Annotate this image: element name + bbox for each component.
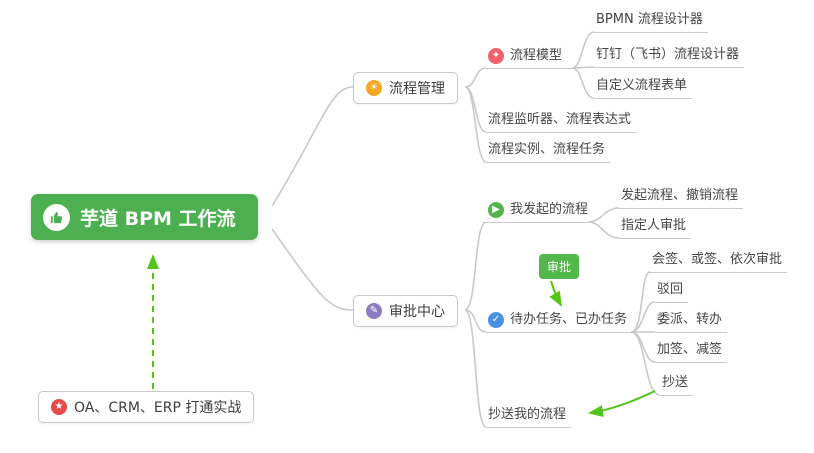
topic-custom-form[interactable]: 自定义流程表单: [594, 77, 693, 99]
topic-dingtalk-designer-label: 钉钉（飞书）流程设计器: [596, 47, 740, 62]
topic-cc-label: 抄送: [662, 375, 689, 390]
topic-listener-expression-label: 流程监听器、流程表达式: [488, 112, 632, 127]
topic-process-management[interactable]: ☀ 流程管理: [353, 72, 458, 104]
topic-instance-task-label: 流程实例、流程任务: [488, 142, 606, 157]
lightbulb-icon: ☀: [366, 80, 382, 96]
topic-process-model[interactable]: ✦ 流程模型: [486, 47, 572, 69]
topic-assignee-approval-label: 指定人审批: [621, 218, 687, 233]
topic-practice-integration-label: OA、CRM、ERP 打通实战: [74, 400, 242, 416]
topic-delegate-transfer-label: 委派、转办: [657, 312, 723, 327]
send-icon: ▶: [488, 201, 504, 218]
topic-delegate-transfer[interactable]: 委派、转办: [655, 311, 728, 333]
approval-flow-arrow: [549, 280, 562, 307]
thumbs-up-icon: [43, 203, 70, 231]
topic-listener-expression[interactable]: 流程监听器、流程表达式: [486, 111, 637, 133]
root-topic[interactable]: 芋道 BPM 工作流: [31, 194, 258, 240]
root-topic-label: 芋道 BPM 工作流: [80, 207, 236, 230]
topic-process-model-label: 流程模型: [510, 48, 563, 63]
topic-instance-task[interactable]: 流程实例、流程任务: [486, 141, 611, 163]
topic-initiate-cancel-label: 发起流程、撤销流程: [621, 188, 739, 203]
tasks-check-icon: ✓: [488, 311, 504, 328]
topic-bpmn-designer[interactable]: BPMN 流程设计器: [594, 11, 708, 33]
topic-my-initiated-label: 我发起的流程: [510, 202, 589, 217]
topic-reject-label: 驳回: [657, 282, 684, 297]
topic-countersign-label: 会签、或签、依次审批: [652, 252, 783, 267]
topic-cc-my-process[interactable]: 抄送我的流程: [486, 406, 572, 428]
topic-approval-center-label: 审批中心: [389, 304, 445, 320]
topic-reject[interactable]: 驳回: [655, 281, 689, 303]
cc-flow-arrow: [588, 390, 656, 418]
topic-addsign-subsign[interactable]: 加签、减签: [655, 341, 728, 363]
topic-my-initiated[interactable]: ▶ 我发起的流程: [486, 201, 588, 223]
topic-process-management-label: 流程管理: [389, 81, 445, 97]
topic-assignee-approval[interactable]: 指定人审批: [619, 217, 692, 239]
topic-initiate-cancel[interactable]: 发起流程、撤销流程: [619, 187, 744, 209]
topic-dingtalk-designer[interactable]: 钉钉（飞书）流程设计器: [594, 46, 745, 68]
topic-todo-done-tasks-label: 待办任务、已办任务: [510, 312, 628, 327]
pencil-icon: ✎: [366, 303, 382, 319]
topic-todo-done-tasks[interactable]: ✓ 待办任务、已办任务: [486, 311, 631, 333]
topic-approval-center[interactable]: ✎ 审批中心: [353, 295, 458, 327]
approval-badge[interactable]: 审批: [539, 254, 580, 279]
topic-addsign-subsign-label: 加签、减签: [657, 342, 723, 357]
star-icon: ★: [51, 399, 67, 415]
topic-cc[interactable]: 抄送: [660, 374, 694, 396]
process-model-icon: ✦: [488, 47, 504, 64]
topic-bpmn-designer-label: BPMN 流程设计器: [596, 12, 703, 27]
topic-practice-integration[interactable]: ★ OA、CRM、ERP 打通实战: [38, 391, 255, 423]
topic-custom-form-label: 自定义流程表单: [596, 78, 688, 93]
topic-cc-my-process-label: 抄送我的流程: [488, 407, 567, 422]
topic-countersign[interactable]: 会签、或签、依次审批: [650, 251, 788, 273]
